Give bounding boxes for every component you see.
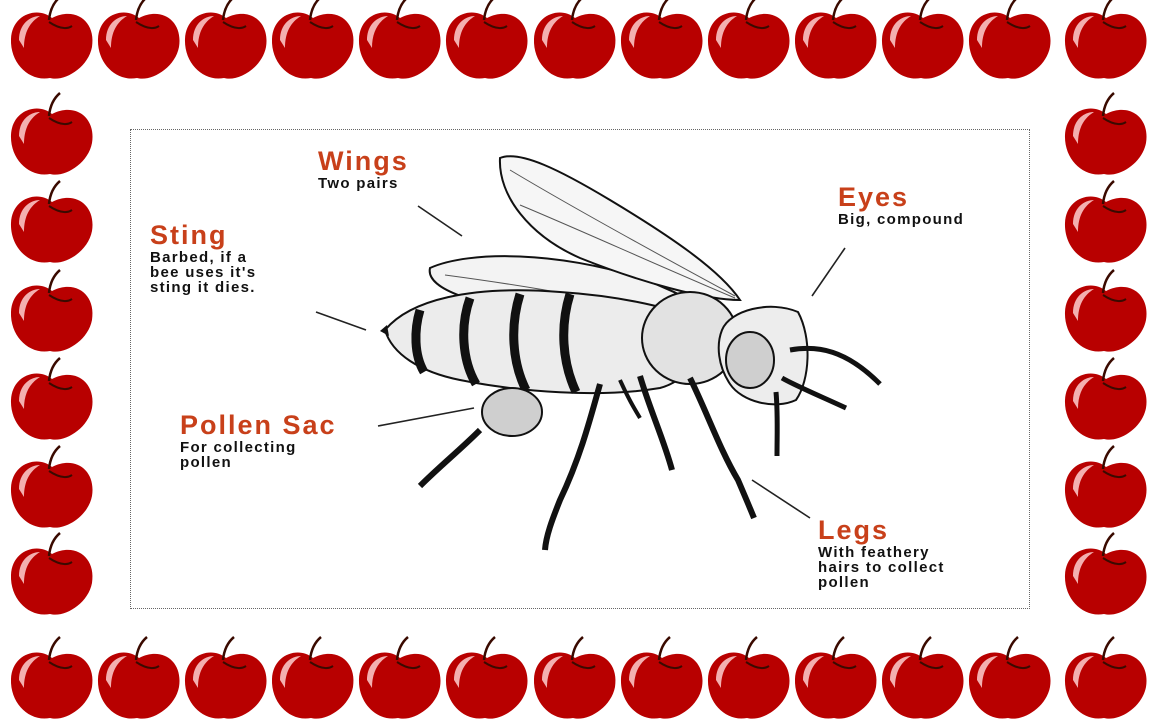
- label-pollen-sac: Pollen Sac For collecting pollen: [180, 410, 337, 470]
- label-legs-title: Legs: [818, 515, 945, 545]
- label-eyes-desc: Big, compound: [838, 212, 964, 227]
- label-wings: Wings Two pairs: [318, 146, 409, 191]
- label-sting-title: Sting: [150, 220, 256, 250]
- label-eyes-title: Eyes: [838, 182, 964, 212]
- label-sting-desc: Barbed, if a bee uses it's sting it dies…: [150, 250, 256, 295]
- label-pollen-sac-title: Pollen Sac: [180, 410, 337, 440]
- label-wings-desc: Two pairs: [318, 176, 409, 191]
- label-wings-title: Wings: [318, 146, 409, 176]
- label-sting: Sting Barbed, if a bee uses it's sting i…: [150, 220, 256, 295]
- label-eyes: Eyes Big, compound: [838, 182, 964, 227]
- label-legs-desc: With feathery hairs to collect pollen: [818, 545, 945, 590]
- label-legs: Legs With feathery hairs to collect poll…: [818, 515, 945, 590]
- label-pollen-sac-desc: For collecting pollen: [180, 440, 337, 470]
